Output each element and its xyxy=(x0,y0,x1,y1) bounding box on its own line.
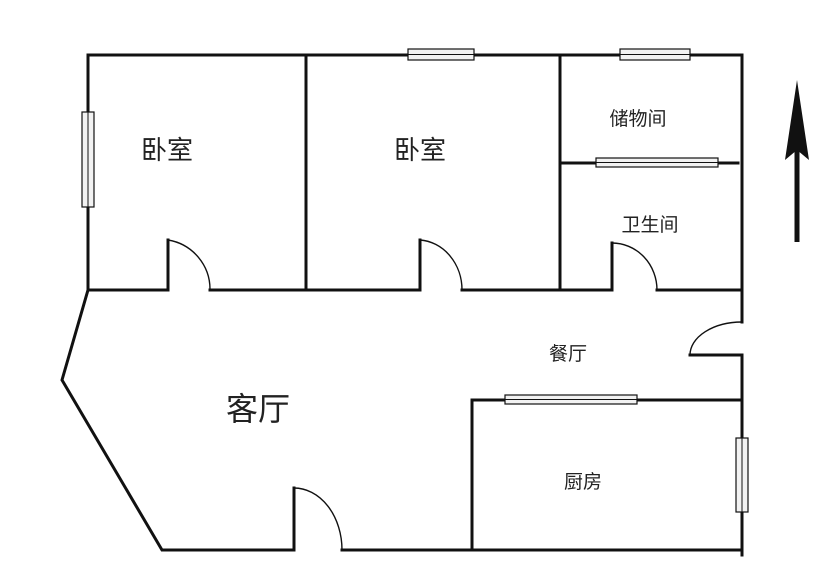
room-label-bedroom-middle: 卧室 xyxy=(394,136,446,166)
window-bedroom-left xyxy=(81,111,95,208)
window-storage xyxy=(619,48,691,61)
door-entrance-living xyxy=(292,486,343,552)
window-bedroom-middle xyxy=(407,48,475,61)
door-bedroom-middle xyxy=(418,238,463,292)
door-bathroom xyxy=(610,241,658,292)
room-label-living: 客厅 xyxy=(226,390,290,428)
sliding-door-storage xyxy=(595,157,719,168)
room-label-bathroom: 卫生间 xyxy=(621,214,678,236)
room-label-dining: 餐厅 xyxy=(549,343,587,365)
room-label-kitchen: 厨房 xyxy=(564,471,602,493)
door-entrance-dining xyxy=(688,321,744,357)
door-bedroom-left xyxy=(166,238,211,292)
outer-walls xyxy=(60,53,744,557)
room-label-storage: 储物间 xyxy=(609,108,666,130)
room-label-bedroom-left: 卧室 xyxy=(141,136,193,166)
sliding-door-kitchen xyxy=(504,394,638,405)
north-arrow-icon xyxy=(785,80,809,242)
window-kitchen xyxy=(735,437,749,513)
